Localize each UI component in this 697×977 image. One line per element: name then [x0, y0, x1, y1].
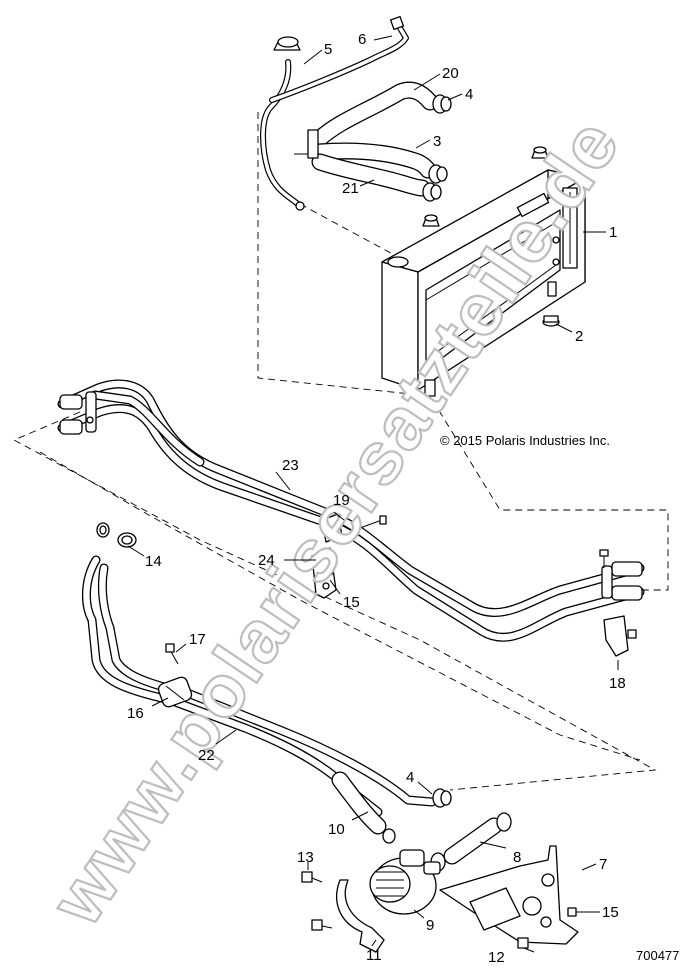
callout-18: 18	[609, 675, 626, 692]
coolant-tubes-23	[57, 379, 645, 642]
hose-10	[331, 771, 387, 835]
callout-6: 6	[358, 31, 366, 48]
callout-19: 19	[333, 492, 350, 509]
hose-clamp-lower	[432, 788, 452, 808]
callout-7: 7	[599, 856, 607, 873]
callout-24: 24	[258, 552, 275, 569]
upper-hoses	[260, 15, 439, 211]
callout-15a: 15	[343, 594, 360, 611]
callout-13: 13	[297, 849, 314, 866]
bracket-24	[311, 515, 387, 599]
callout-10: 10	[328, 821, 345, 838]
callout-15b: 15	[602, 904, 619, 921]
callout-20: 20	[442, 65, 459, 82]
callout-17: 17	[189, 631, 206, 648]
bolts-13	[301, 871, 333, 931]
callout-1: 1	[609, 224, 617, 241]
assembly-dashed-lines	[12, 112, 669, 791]
radiator	[381, 169, 586, 397]
water-pump-9	[369, 849, 441, 915]
callout-14: 14	[145, 553, 162, 570]
callout-11: 11	[366, 947, 382, 964]
callout-5: 5	[324, 41, 332, 58]
callout-4: 4	[465, 86, 473, 103]
callout-16: 16	[127, 705, 144, 722]
copyright-text: © 2015 Polaris Industries Inc.	[440, 433, 610, 448]
bracket-18	[599, 549, 637, 657]
coolant-tubes-22	[81, 555, 437, 817]
callout-8: 8	[513, 849, 521, 866]
callout-12: 12	[488, 949, 505, 966]
callout-4b: 4	[406, 769, 414, 786]
leader-lines	[127, 35, 619, 953]
watermark-text: www.polarisersatzteile.de	[34, 103, 636, 940]
radiator-grommets	[422, 146, 560, 327]
callout-9: 9	[426, 917, 434, 934]
bolt-17	[165, 643, 179, 665]
callout-23: 23	[282, 457, 299, 474]
callout-3: 3	[433, 133, 441, 150]
callout-labels: 1 2 3 4 5 6 20 21 23 19 24 15 14 17 16 2…	[127, 31, 626, 966]
callout-21: 21	[342, 180, 359, 197]
hose-8	[382, 812, 512, 872]
bracket-11	[336, 879, 385, 953]
hose-clamps-14	[96, 522, 137, 548]
mount-plate-7	[439, 845, 579, 949]
callout-2: 2	[575, 328, 583, 345]
figure-number: 700477	[636, 948, 679, 963]
callout-22: 22	[198, 747, 215, 764]
hose-clamps-upper	[422, 94, 452, 202]
